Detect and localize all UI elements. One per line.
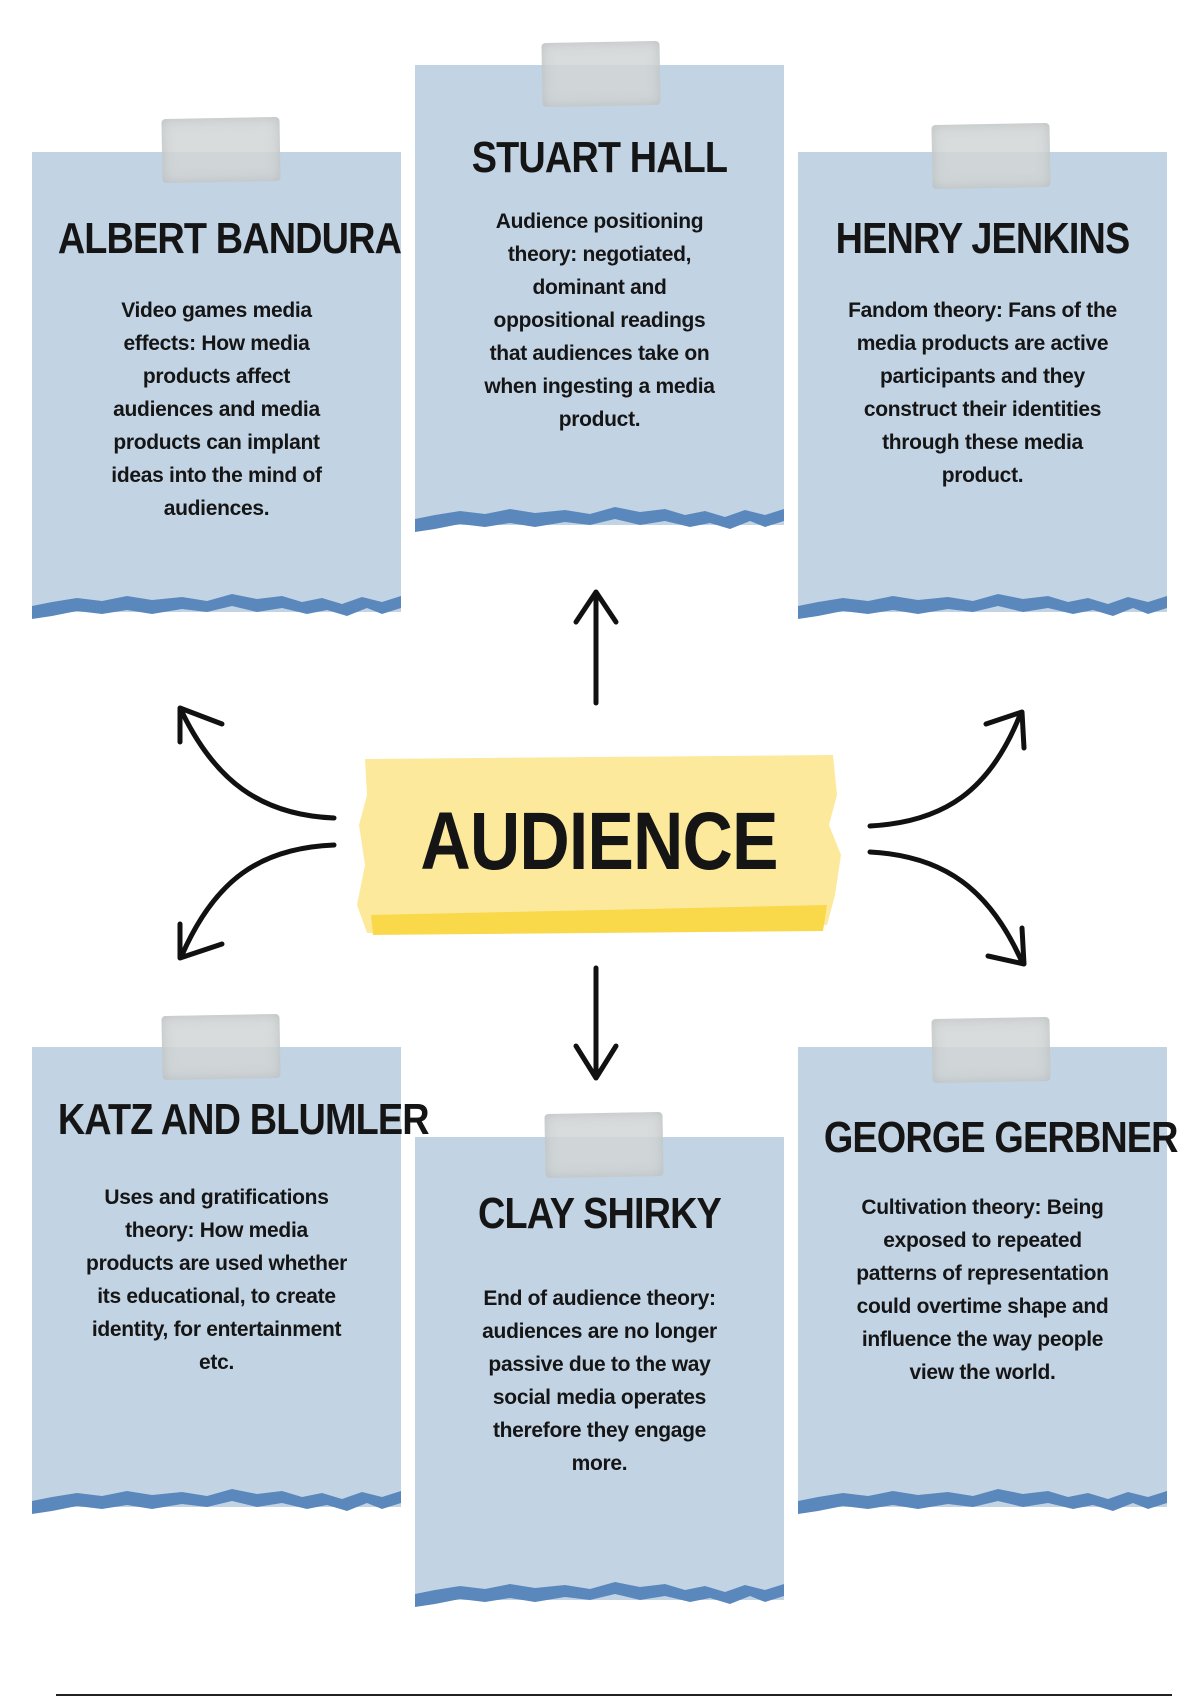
theorist-card-stuart-hall: STUART HALL Audience positioning theory:… (415, 65, 784, 525)
card-title: ALBERT BANDURA (57, 214, 402, 263)
arrow-up-icon (573, 589, 619, 706)
card-title: KATZ AND BLUMLER (57, 1095, 430, 1144)
theorist-card-katz-and-blumler: KATZ AND BLUMLER Uses and gratifications… (32, 1047, 430, 1507)
arrow-down-icon (573, 965, 619, 1081)
card-text: End of audience theory: audiences are no… (482, 1287, 717, 1475)
card-title: HENRY JENKINS (835, 214, 1131, 263)
audience-banner: AUDIENCE (357, 755, 841, 935)
arrow-up-right-icon (867, 709, 1027, 829)
theorist-card-henry-jenkins: HENRY JENKINS Fandom theory: Fans of the… (798, 152, 1167, 612)
banner-background (357, 755, 841, 935)
card-text: Video games media effects: How media pro… (111, 299, 322, 520)
audience-label: AUDIENCE (420, 796, 778, 887)
card-title: STUART HALL (471, 133, 728, 182)
card-title: CLAY SHIRKY (478, 1189, 722, 1238)
card-title: GEORGE GERBNER (823, 1113, 1179, 1162)
footer-divider (56, 1694, 1172, 1696)
arrow-down-right-icon (867, 849, 1027, 967)
arrow-up-left-icon (177, 705, 337, 821)
arrow-down-left-icon (177, 842, 337, 961)
theorist-card-albert-bandura: ALBERT BANDURA Video games media effects… (32, 152, 402, 612)
card-text: Uses and gratifications theory: How medi… (86, 1186, 347, 1374)
card-text: Cultivation theory: Being exposed to rep… (856, 1196, 1109, 1384)
card-text: Audience positioning theory: negotiated,… (484, 210, 715, 431)
theorist-card-george-gerbner: GEORGE GERBNER Cultivation theory: Being… (798, 1047, 1179, 1507)
card-text: Fandom theory: Fans of the media product… (848, 299, 1117, 487)
theorist-card-clay-shirky: CLAY SHIRKY End of audience theory: audi… (415, 1137, 784, 1600)
